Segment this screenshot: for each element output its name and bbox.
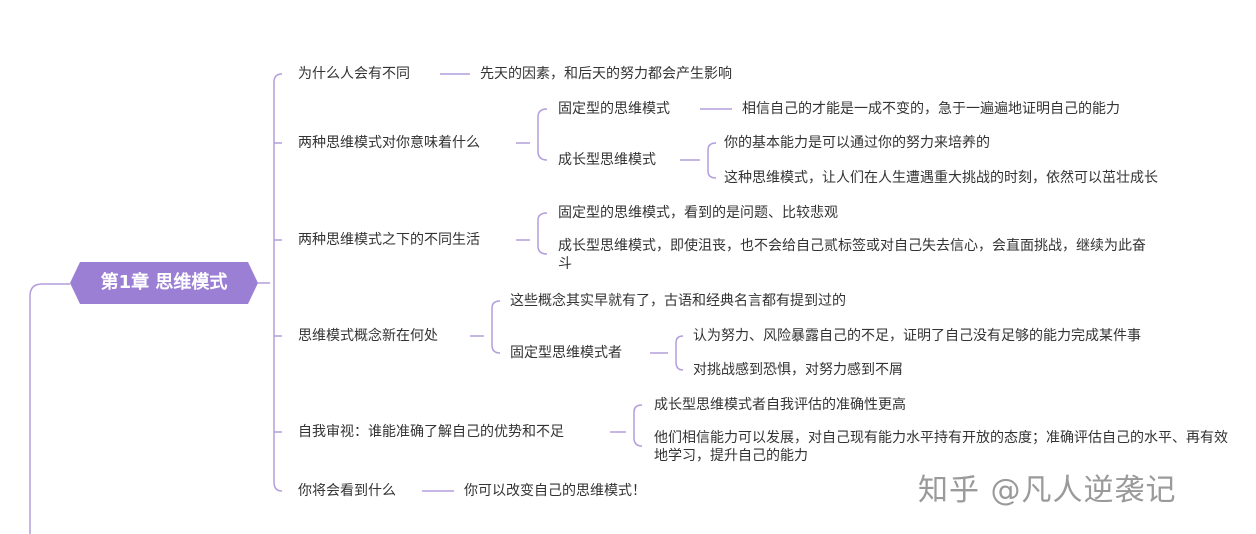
branch-different-lives[interactable]: 两种思维模式之下的不同生活 [298,232,480,248]
leaf-thrive-in-challenge[interactable]: 这种思维模式，让人们在人生遭遇重大挑战的时刻，依然可以茁壮成长 [724,170,1158,186]
leaf-you-can-change[interactable]: 你可以改变自己的思维模式！ [464,483,646,499]
watermark: 知乎 @凡人逆袭记 [918,473,1177,508]
node-fixed-mindset[interactable]: 固定型的思维模式 [558,101,670,117]
leaf-growth-accurate-assessment[interactable]: 成长型思维模式者自我评估的准确性更高 [654,397,906,413]
node-fixed-mindset-person[interactable]: 固定型思维模式者 [510,345,622,361]
branch-what-you-will-see[interactable]: 你将会看到什么 [298,483,396,499]
leaf-growth-faces-challenges[interactable]: 成长型思维模式，即使沮丧，也不会给自己贰标签或对自己失去信心，会直面挑战，继续为… [558,238,1146,272]
leaf-fixed-mindset-belief[interactable]: 相信自己的才能是一成不变的，急于一遍遍地证明自己的能力 [742,101,1120,117]
main-spine [273,73,283,492]
leaf-ability-can-grow[interactable]: 你的基本能力是可以通过你的努力来培养的 [724,135,990,151]
leaf-fear-challenges[interactable]: 对挑战感到恐惧，对努力感到不屑 [693,362,903,378]
root-label: 第1章 思维模式 [100,272,228,293]
leaf-ability-can-develop[interactable]: 他们相信能力可以发展，对自己现有能力水平持有开放的态度；准确评估自己的水平、再有… [654,430,1228,464]
branch-whats-new[interactable]: 思维模式概念新在何处 [298,328,438,344]
leaf-fixed-sees-problems[interactable]: 固定型的思维模式，看到的是问题、比较悲观 [558,205,838,221]
branch-two-mindsets-meaning[interactable]: 两种思维模式对你意味着什么 [298,135,480,151]
leaf-concept-old[interactable]: 这些概念其实早就有了，古语和经典名言都有提到过的 [510,293,846,309]
leaf-effort-exposes-weakness[interactable]: 认为努力、风险暴露自己的不足，证明了自己没有足够的能力完成某件事 [693,328,1141,344]
root-node[interactable]: 第1章 思维模式 [70,262,258,304]
branch-why-different[interactable]: 为什么人会有不同 [298,66,410,82]
stem-line [29,283,70,534]
branch-self-examination[interactable]: 自我审视：谁能准确了解自己的优势和不足 [298,424,564,440]
node-growth-mindset[interactable]: 成长型思维模式 [558,152,656,168]
root-node-shape [70,262,258,304]
leaf-innate-and-effort[interactable]: 先天的因素，和后天的努力都会产生影响 [480,66,732,82]
